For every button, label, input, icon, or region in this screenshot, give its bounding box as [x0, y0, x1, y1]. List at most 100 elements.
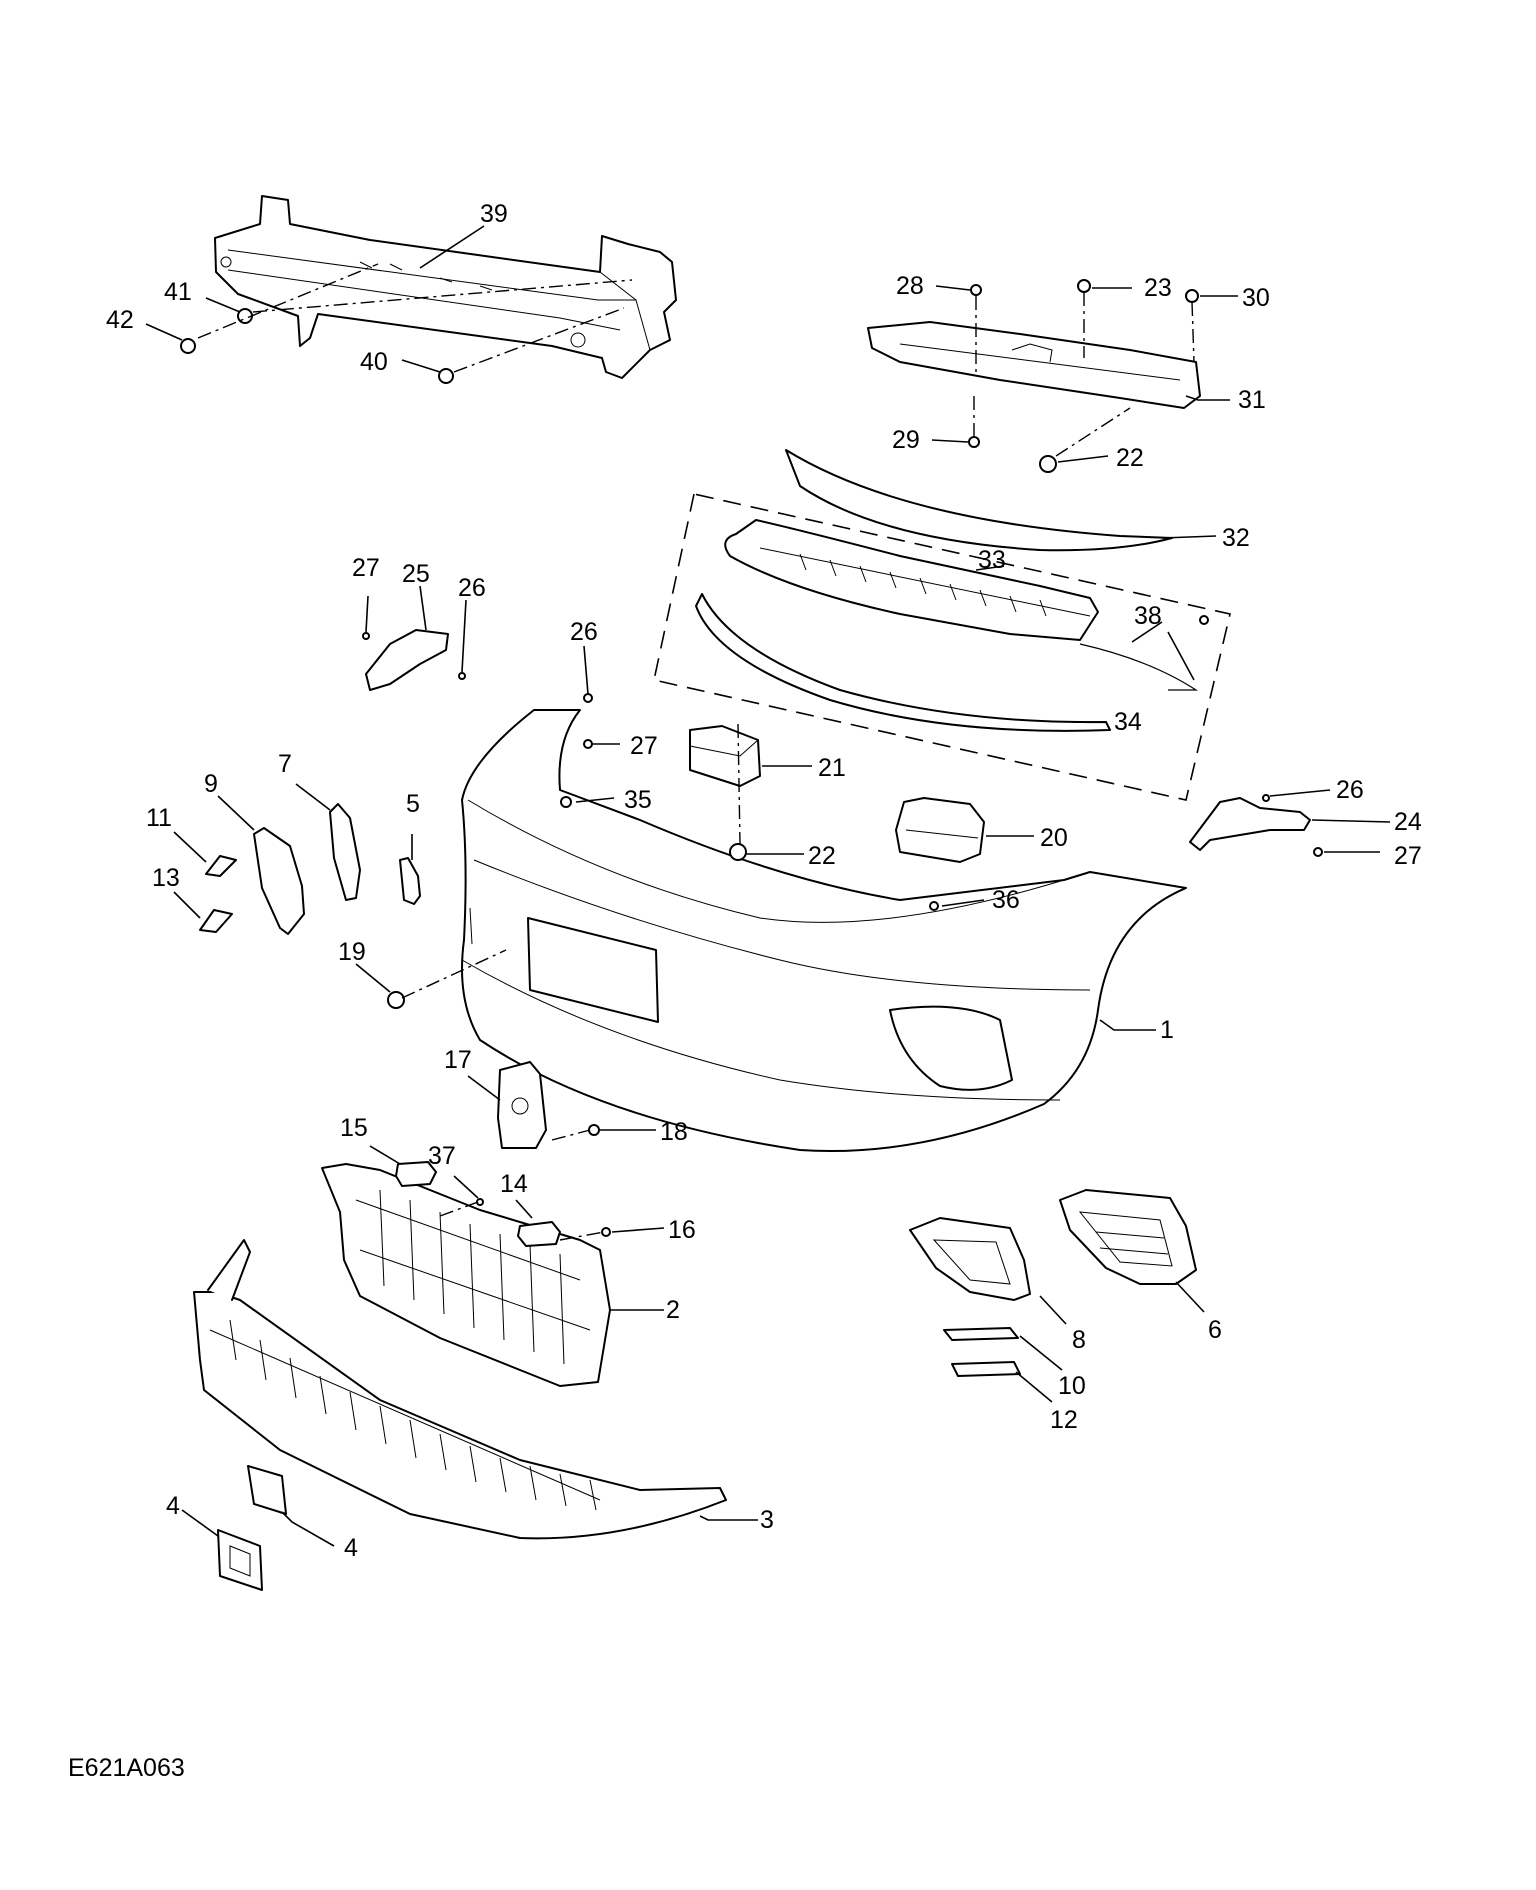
- callout-20: 20: [1040, 824, 1068, 852]
- callout-42: 42: [106, 306, 134, 334]
- part-15-sensor: [395, 1161, 437, 1187]
- callout-5: 5: [406, 790, 420, 818]
- part-2-air-deflector: [321, 1163, 611, 1387]
- fastener-27-a: [583, 739, 593, 749]
- fastener-29: [968, 436, 980, 448]
- part-31-upper-shield: [867, 321, 1201, 409]
- assembly-lines: [197, 263, 1195, 1241]
- callout-24: 24: [1394, 808, 1422, 836]
- fastener-40: [438, 368, 454, 384]
- fastener-18: [588, 1124, 600, 1136]
- part-4-plate-a: [247, 1465, 287, 1515]
- part-24-right-bracket: [1189, 797, 1311, 851]
- fastener-26-c: [1262, 794, 1270, 802]
- callout-26a: 26: [458, 574, 486, 602]
- part-8-fog-surround: [909, 1217, 1031, 1301]
- callout-18: 18: [660, 1118, 688, 1146]
- part-21-absorber-block: [689, 725, 761, 787]
- callout-38: 38: [1134, 602, 1162, 630]
- callout-15: 15: [340, 1114, 368, 1142]
- callout-19: 19: [338, 938, 366, 966]
- callout-16: 16: [668, 1216, 696, 1244]
- part-32-upper-strip: [785, 449, 1173, 552]
- callout-37: 37: [428, 1142, 456, 1170]
- callout-12: 12: [1050, 1406, 1078, 1434]
- callout-22b: 22: [808, 842, 836, 870]
- callout-36: 36: [992, 886, 1020, 914]
- callout-2: 2: [666, 1296, 680, 1324]
- part-39-bumper-beam: [214, 195, 677, 379]
- fasteners: [180, 279, 1323, 1237]
- callout-13: 13: [152, 864, 180, 892]
- callout-4b: 4: [344, 1534, 358, 1562]
- callout-33: 33: [978, 546, 1006, 574]
- callout-27c: 27: [1394, 842, 1422, 870]
- callout-25: 25: [402, 560, 430, 588]
- callout-4a: 4: [166, 1492, 180, 1520]
- callout-27b: 27: [630, 732, 658, 760]
- callout-3: 3: [760, 1506, 774, 1534]
- fastener-26-a: [583, 693, 593, 703]
- fastener-19: [387, 991, 405, 1009]
- callout-23: 23: [1144, 274, 1172, 302]
- part-20-absorber-block: [895, 797, 985, 863]
- callout-28: 28: [896, 272, 924, 300]
- callout-41: 41: [164, 278, 192, 306]
- fastener-22-mid: [729, 843, 747, 861]
- callout-11: 11: [146, 804, 172, 832]
- callout-34: 34: [1114, 708, 1142, 736]
- fastener-28: [970, 284, 982, 296]
- callout-7: 7: [278, 750, 292, 778]
- diagram-reference-code: E621A063: [68, 1754, 185, 1782]
- part-13-clip: [199, 909, 233, 933]
- callout-22a: 22: [1116, 444, 1144, 472]
- part-33-grille-panel: [724, 519, 1099, 641]
- callout-8: 8: [1072, 1326, 1086, 1354]
- part-17-bracket: [497, 1061, 547, 1149]
- callout-30: 30: [1242, 284, 1270, 312]
- part-5-side-cap: [399, 857, 421, 905]
- leader-lines: [145, 225, 1391, 1547]
- part-10-trim: [943, 1327, 1019, 1341]
- callout-labels: 1 2 3 4 4 5 6 7 8 9 10 11 12 13 14 15 16…: [106, 200, 1422, 1562]
- callout-21: 21: [818, 754, 846, 782]
- fastener-42: [180, 338, 196, 354]
- fastener-30: [1185, 289, 1199, 303]
- part-25-left-bracket: [365, 629, 449, 691]
- callout-40: 40: [360, 348, 388, 376]
- callout-10: 10: [1058, 1372, 1086, 1400]
- callout-26c: 26: [1336, 776, 1364, 804]
- fastener-27-b: [362, 632, 370, 640]
- fastener-35: [560, 796, 572, 808]
- part-3-lower-grille: [193, 1239, 727, 1540]
- fastener-38: [1199, 615, 1209, 625]
- part-34-lower-surround: [695, 593, 1199, 732]
- assembly-dashed-outline: [653, 493, 1231, 801]
- callout-35: 35: [624, 786, 652, 814]
- fastener-36: [929, 901, 939, 911]
- part-14-sensor: [517, 1221, 561, 1247]
- fastener-22-top: [1039, 455, 1057, 473]
- callout-32: 32: [1222, 524, 1250, 552]
- part-9-side-bracket: [253, 827, 305, 935]
- callout-31: 31: [1238, 386, 1266, 414]
- callout-1: 1: [1160, 1016, 1174, 1044]
- fastener-27-c: [1313, 847, 1323, 857]
- fastener-16: [601, 1227, 611, 1237]
- callout-29: 29: [892, 426, 920, 454]
- part-11-clip: [205, 855, 237, 877]
- callout-14: 14: [500, 1170, 528, 1198]
- part-4-plate-b: [217, 1529, 263, 1591]
- part-7-side-strip: [329, 803, 361, 901]
- part-1-bumper-cover: [461, 709, 1187, 1153]
- callout-9: 9: [204, 770, 218, 798]
- part-12-trim: [951, 1361, 1021, 1377]
- fastener-26-b: [458, 672, 466, 680]
- fastener-23: [1077, 279, 1091, 293]
- callout-17: 17: [444, 1046, 472, 1074]
- callout-39: 39: [480, 200, 508, 228]
- callout-27a: 27: [352, 554, 380, 582]
- part-6-fog-lamp: [1059, 1189, 1197, 1285]
- callout-26b: 26: [570, 618, 598, 646]
